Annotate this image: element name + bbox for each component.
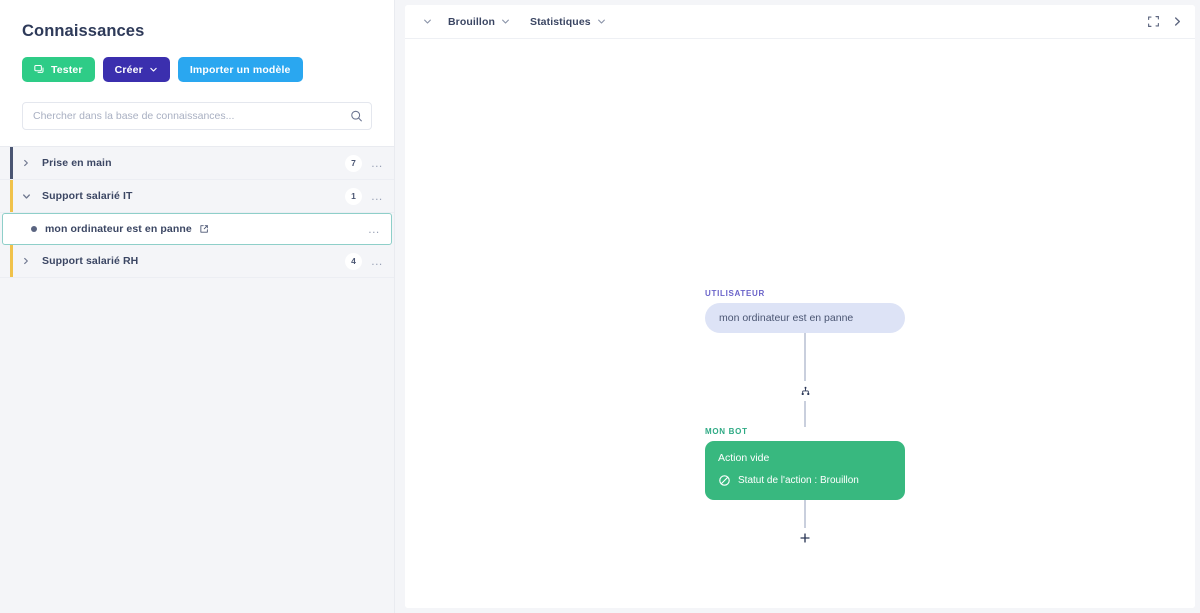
chat-bubble-icon — [34, 64, 45, 75]
bullet-icon — [31, 226, 37, 232]
kb-item-label: mon ordinateur est en panne — [45, 223, 192, 235]
chevron-down-icon — [597, 17, 606, 26]
knowledge-sidebar: Connaissances Tester Créer — [0, 0, 395, 613]
kb-group-count-badge: 1 — [345, 187, 362, 205]
page-title: Connaissances — [22, 22, 145, 40]
action-button-row: Tester Créer Importer un modèle — [22, 57, 372, 82]
flow-canvas[interactable]: UTILISATEUR mon ordinateur est en panne — [405, 39, 1195, 608]
search-input[interactable] — [22, 102, 372, 130]
test-button[interactable]: Tester — [22, 57, 95, 82]
external-link-icon[interactable] — [199, 224, 209, 234]
kb-group-menu-button[interactable]: ... — [371, 189, 383, 203]
user-message-node[interactable]: mon ordinateur est en panne — [705, 303, 905, 333]
import-button-label: Importer un modèle — [189, 63, 291, 76]
toolbar-right-actions — [1147, 15, 1183, 28]
statistics-dropdown[interactable]: Statistiques — [530, 16, 606, 28]
search-container — [22, 102, 372, 130]
knowledge-list[interactable]: Prise en main 7 ... Support salarié IT 1… — [0, 146, 394, 613]
kb-item-menu-button[interactable]: ... — [368, 222, 380, 236]
kb-group-count-badge: 7 — [345, 154, 362, 172]
fullscreen-icon[interactable] — [1147, 15, 1160, 28]
connector-line — [804, 333, 806, 381]
bot-node-tag: MON BOT — [705, 427, 748, 436]
kb-group-support-salarie-rh[interactable]: Support salarié RH 4 ... — [0, 245, 394, 278]
chevron-down-icon[interactable] — [423, 17, 432, 26]
bot-action-node[interactable]: Action vide Statut de l'action : Brouill… — [705, 441, 905, 500]
group-accent-bar — [10, 245, 13, 277]
group-accent-bar — [10, 147, 13, 179]
user-node-tag: UTILISATEUR — [705, 289, 765, 298]
collapse-panel-icon[interactable] — [1172, 16, 1183, 27]
kb-group-label: Prise en main — [42, 157, 112, 169]
canvas-toolbar: Brouillon Statistiques — [405, 5, 1195, 39]
bot-action-title: Action vide — [718, 452, 770, 464]
chevron-right-icon[interactable] — [22, 159, 36, 167]
group-accent-bar — [10, 180, 13, 212]
create-button-label: Créer — [114, 63, 143, 76]
kb-group-prise-en-main[interactable]: Prise en main 7 ... — [0, 147, 394, 180]
add-node-button[interactable] — [795, 528, 815, 548]
search-icon[interactable] — [350, 110, 363, 123]
kb-group-menu-button[interactable]: ... — [371, 254, 383, 268]
kb-group-label: Support salarié IT — [42, 190, 133, 202]
bot-action-status-row: Statut de l'action : Brouillon — [718, 474, 892, 487]
test-button-label: Tester — [51, 63, 83, 76]
bot-action-status-text: Statut de l'action : Brouillon — [738, 475, 859, 486]
sidebar-header: Connaissances Tester Créer — [0, 0, 394, 146]
status-dropdown-label: Brouillon — [448, 15, 495, 28]
statistics-dropdown-label: Statistiques — [529, 15, 591, 28]
main-panel: Brouillon Statistiques — [395, 0, 1200, 613]
main-panel-inner: Brouillon Statistiques — [405, 5, 1195, 608]
chevron-right-icon[interactable] — [22, 257, 36, 265]
kb-group-label: Support salarié RH — [42, 255, 139, 267]
branch-node-icon[interactable] — [795, 381, 815, 401]
chevron-down-icon — [501, 17, 510, 26]
kb-group-count-badge: 4 — [345, 252, 362, 270]
flow-graph: UTILISATEUR mon ordinateur est en panne — [705, 289, 915, 548]
kb-group-menu-button[interactable]: ... — [371, 156, 383, 170]
kb-item-selected[interactable]: mon ordinateur est en panne ... — [2, 213, 392, 245]
create-button[interactable]: Créer — [102, 57, 170, 82]
prohibition-icon — [718, 474, 731, 487]
connector-line — [804, 500, 806, 528]
chevron-down-icon[interactable] — [22, 192, 36, 201]
kb-group-support-salarie-it[interactable]: Support salarié IT 1 ... — [0, 180, 394, 213]
import-template-button[interactable]: Importer un modèle — [177, 57, 303, 82]
chevron-down-icon — [149, 65, 158, 74]
connector-line — [804, 401, 806, 427]
status-dropdown[interactable]: Brouillon — [448, 16, 510, 28]
